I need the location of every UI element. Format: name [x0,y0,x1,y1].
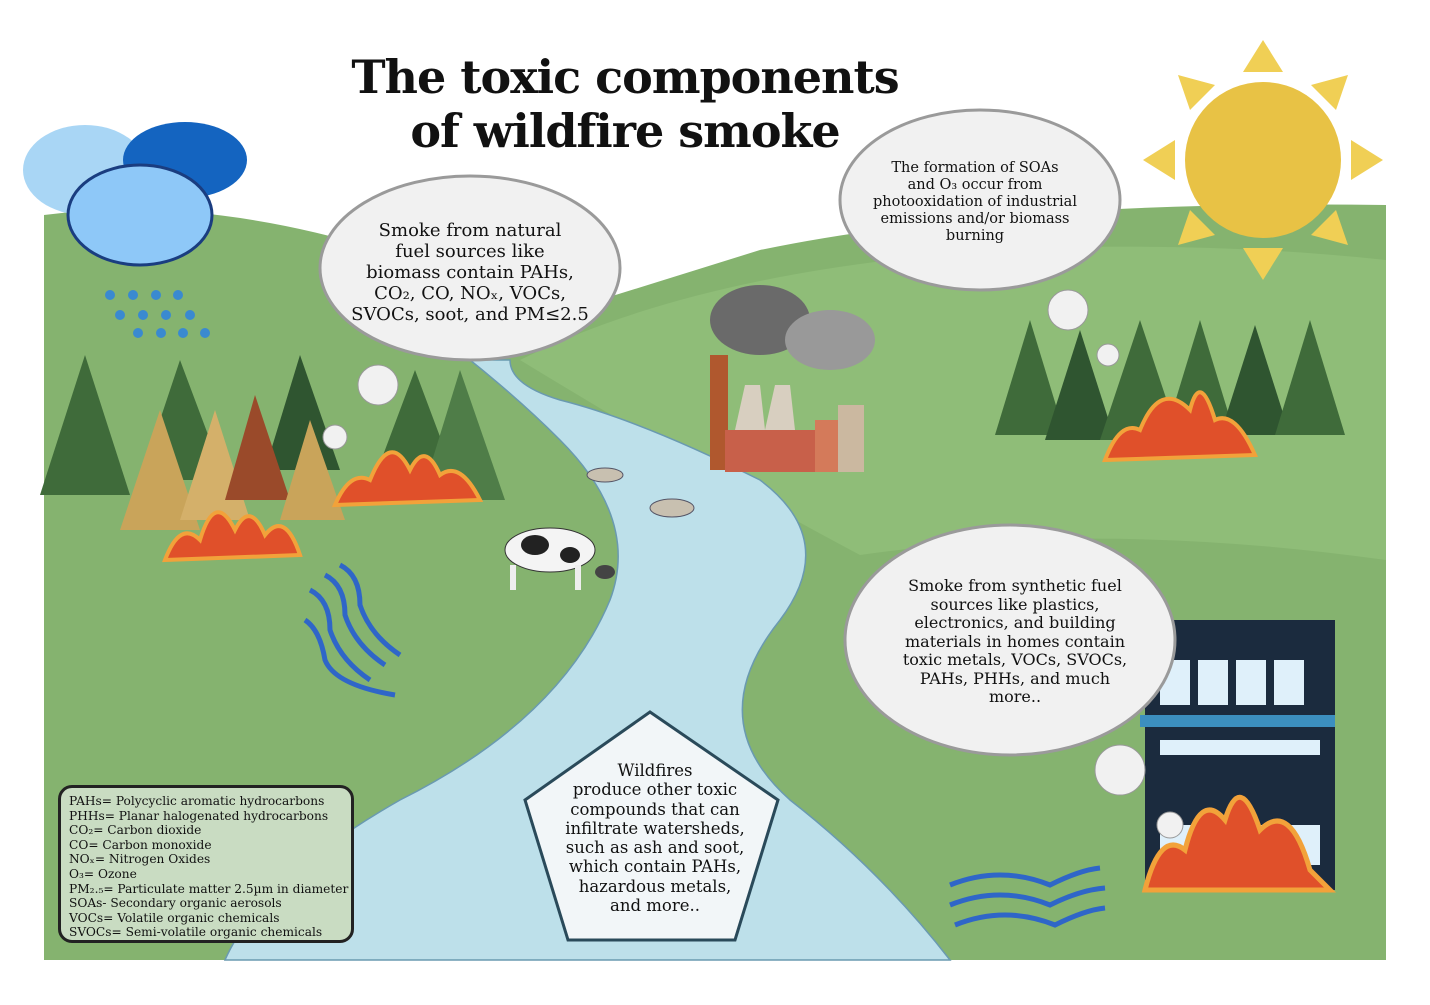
bubble-line: PAHs, PHHs, and much [919,668,1111,688]
bubble-line: The formation of SOAs [891,160,1059,176]
bubble-line: such as ash and soot, [565,838,745,858]
page-title: The toxic components of wildfire smoke [330,50,920,158]
bubble-line: compounds that can [570,799,740,819]
legend-item: NOₓ= Nitrogen Oxides [69,852,211,867]
bubble-line: CO₂, CO, NOₓ, VOCs, [374,283,566,304]
bubble-line: produce other toxic [572,780,738,800]
bubble-line: which contain PAHs, [568,857,742,877]
fish-icon [586,467,695,518]
bubble-line: fuel sources like [395,241,545,262]
legend-item: VOCs= Volatile organic chemicals [69,910,280,925]
watershed-pentagon: Wildfires produce other toxic compounds … [540,761,770,915]
bubble-line: photooxidation of industrial [873,194,1077,210]
bubble-line: burning [945,228,1005,244]
title-line-2: of wildfire smoke [410,104,840,158]
water-waves-icon [303,562,1106,928]
bubble-line: and O₃ occur from [907,177,1043,193]
abbreviation-legend: PAHs= Polycyclic aromatic hydrocarbons P… [58,785,354,943]
bubble-line: hazardous metals, [578,876,732,896]
legend-item: SVOCs= Semi-volatile organic chemicals [69,925,323,940]
factory-icon [710,285,875,472]
legend-item: PHHs= Planar halogenated hydrocarbons [69,808,329,823]
sun-icon [1143,40,1383,280]
bubble-line: SVOCs, soot, and PM≤2.5 [351,304,589,325]
cow-icon [504,527,615,590]
natural-fuel-bubble: Smoke from natural fuel sources like bio… [340,220,600,325]
bubble-line: biomass contain PAHs, [366,262,574,283]
bubble-line: electronics, and building [914,613,1116,632]
bubble-line: emissions and/or biomass [880,211,1070,227]
legend-item: CO= Carbon monoxide [69,837,212,852]
legend-item: SOAs- Secondary organic aerosols [69,896,282,911]
rain-cloud-icon [23,122,247,338]
title-line-1: The toxic components [351,50,899,104]
bubble-line: toxic metals, VOCs, SVOCs, [902,650,1128,669]
legend-item: PM₂.₅= Particulate matter 2.5µm in diame… [69,881,349,896]
bubble-line: and more.. [610,896,700,916]
bubble-line: infiltrate watersheds, [565,818,745,838]
right-forest [995,289,1345,463]
bubble-line: more.. [988,687,1042,706]
bubble-line: Wildfires [617,761,693,780]
legend-item: O₃= Ozone [69,866,137,881]
bubble-line: Smoke from natural [378,220,562,241]
bubble-line: materials in homes contain [905,631,1125,651]
thought-bubble-shapes [318,108,1177,942]
synthetic-fuel-bubble: Smoke from synthetic fuel sources like p… [880,576,1150,707]
left-forest [40,355,505,563]
bubble-line: sources like plastics, [930,594,1100,614]
legend-item: CO₂= Carbon dioxide [69,823,202,838]
house-icon [1094,620,1337,893]
bubble-line: Smoke from synthetic fuel [908,576,1122,595]
soa-formation-bubble: The formation of SOAs and O₃ occur from … [850,160,1100,245]
legend-item: PAHs= Polycyclic aromatic hydrocarbons [69,794,325,808]
